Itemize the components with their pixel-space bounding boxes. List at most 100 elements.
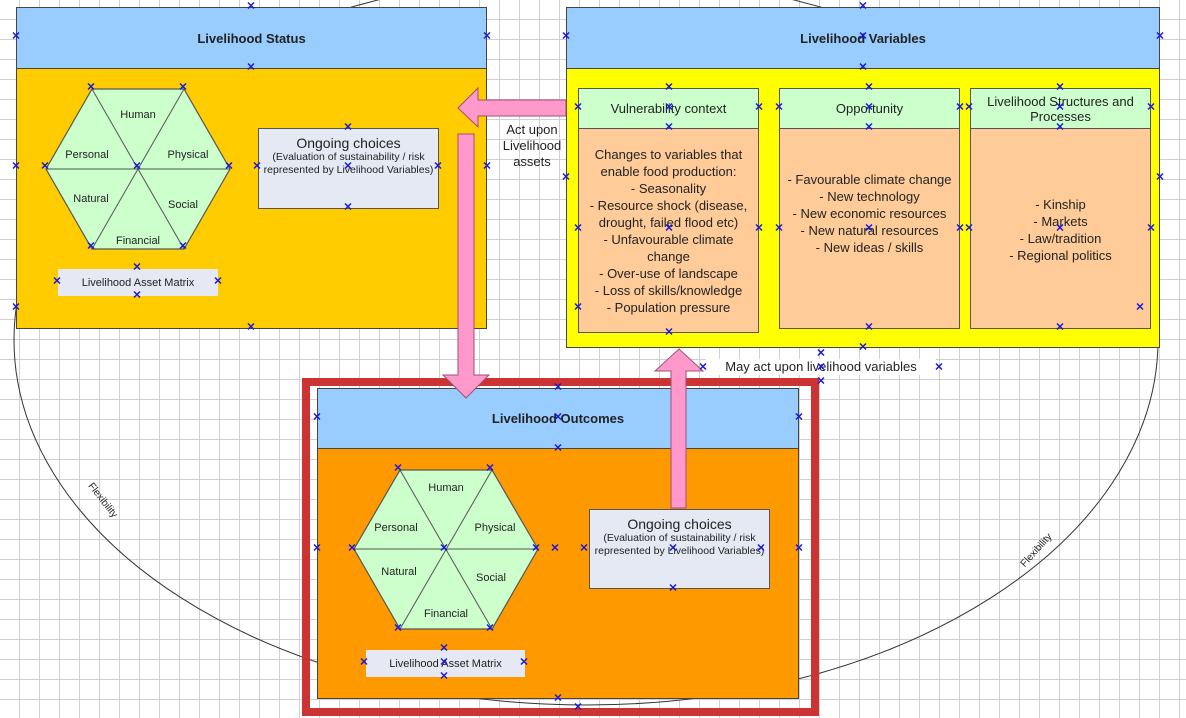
handle-x-icon[interactable]: ✕ <box>858 61 868 74</box>
handle-x-icon[interactable]: ✕ <box>858 341 868 354</box>
handle-x-icon[interactable]: ✕ <box>864 222 874 235</box>
selection-frame[interactable] <box>302 378 819 716</box>
handle-x-icon[interactable]: ✕ <box>132 160 142 173</box>
handle-x-icon[interactable]: ✕ <box>698 361 708 374</box>
handle-x-icon[interactable]: ✕ <box>858 0 868 13</box>
handle-x-icon[interactable]: ✕ <box>664 121 674 134</box>
handle-x-icon[interactable]: ✕ <box>955 222 965 235</box>
handle-x-icon[interactable]: ✕ <box>553 442 563 455</box>
handle-x-icon[interactable]: ✕ <box>561 171 571 184</box>
handle-x-icon[interactable]: ✕ <box>1135 301 1145 314</box>
handle-x-icon[interactable]: ✕ <box>343 160 353 173</box>
handle-x-icon[interactable]: ✕ <box>1055 101 1065 114</box>
handle-x-icon[interactable]: ✕ <box>246 321 256 334</box>
handle-x-icon[interactable]: ✕ <box>347 542 357 555</box>
handle-x-icon[interactable]: ✕ <box>1055 121 1065 134</box>
handle-x-icon[interactable]: ✕ <box>794 411 804 424</box>
handle-x-icon[interactable]: ✕ <box>561 30 571 43</box>
handle-x-icon[interactable]: ✕ <box>485 622 495 635</box>
handle-x-icon[interactable]: ✕ <box>86 240 96 253</box>
handle-x-icon[interactable]: ✕ <box>40 160 50 173</box>
handle-x-icon[interactable]: ✕ <box>485 462 495 475</box>
handle-x-icon[interactable]: ✕ <box>439 670 449 683</box>
handle-x-icon[interactable]: ✕ <box>11 160 21 173</box>
handle-x-icon[interactable]: ✕ <box>664 101 674 114</box>
livelihood-outcomes-panel[interactable]: Livelihood Outcomes Human Physical Socia… <box>317 388 799 699</box>
handle-x-icon[interactable]: ✕ <box>519 656 529 669</box>
ongoing-choices-box[interactable]: Ongoing choices (Evaluation of sustainab… <box>258 128 439 209</box>
handle-x-icon[interactable]: ✕ <box>668 582 678 595</box>
handle-x-icon[interactable]: ✕ <box>774 101 784 114</box>
handle-x-icon[interactable]: ✕ <box>864 101 874 114</box>
handle-x-icon[interactable]: ✕ <box>573 101 583 114</box>
handle-x-icon[interactable]: ✕ <box>343 121 353 134</box>
handle-x-icon[interactable]: ✕ <box>1155 30 1165 43</box>
handle-x-icon[interactable]: ✕ <box>433 160 443 173</box>
ongoing-choices-box-outcomes[interactable]: Ongoing choices (Evaluation of sustainab… <box>589 509 770 589</box>
handle-x-icon[interactable]: ✕ <box>312 411 322 424</box>
handle-x-icon[interactable]: ✕ <box>756 542 766 555</box>
handle-x-icon[interactable]: ✕ <box>393 462 403 475</box>
opportunity-column[interactable]: Opportunity - Favourable climate change … <box>779 88 960 329</box>
handle-x-icon[interactable]: ✕ <box>178 240 188 253</box>
handle-x-icon[interactable]: ✕ <box>439 642 449 655</box>
handle-x-icon[interactable]: ✕ <box>132 289 142 302</box>
livelihood-status-panel[interactable]: Livelihood Status Human Physical Social … <box>16 7 487 329</box>
handle-x-icon[interactable]: ✕ <box>864 121 874 134</box>
handle-x-icon[interactable]: ✕ <box>864 81 874 94</box>
handle-x-icon[interactable]: ✕ <box>955 101 965 114</box>
handle-x-icon[interactable]: ✕ <box>178 81 188 94</box>
livelihood-variables-panel[interactable]: Livelihood Variables Vulnerability conte… <box>566 7 1160 348</box>
handle-x-icon[interactable]: ✕ <box>1055 81 1065 94</box>
handle-x-icon[interactable]: ✕ <box>439 656 449 669</box>
handle-x-icon[interactable]: ✕ <box>359 656 369 669</box>
handle-x-icon[interactable]: ✕ <box>393 622 403 635</box>
handle-x-icon[interactable]: ✕ <box>816 375 826 388</box>
handle-x-icon[interactable]: ✕ <box>553 692 563 705</box>
handle-x-icon[interactable]: ✕ <box>964 101 974 114</box>
handle-x-icon[interactable]: ✕ <box>579 542 589 555</box>
handle-x-icon[interactable]: ✕ <box>312 542 322 555</box>
handle-x-icon[interactable]: ✕ <box>439 542 449 555</box>
handle-x-icon[interactable]: ✕ <box>816 361 826 374</box>
handle-x-icon[interactable]: ✕ <box>252 160 262 173</box>
handle-x-icon[interactable]: ✕ <box>224 160 234 173</box>
handle-x-icon[interactable]: ✕ <box>864 321 874 334</box>
handle-x-icon[interactable]: ✕ <box>246 61 256 74</box>
handle-x-icon[interactable]: ✕ <box>11 301 21 314</box>
handle-x-icon[interactable]: ✕ <box>664 326 674 339</box>
handle-x-icon[interactable]: ✕ <box>1055 321 1065 334</box>
handle-x-icon[interactable]: ✕ <box>964 222 974 235</box>
handle-x-icon[interactable]: ✕ <box>573 222 583 235</box>
handle-x-icon[interactable]: ✕ <box>246 0 256 13</box>
handle-x-icon[interactable]: ✕ <box>774 222 784 235</box>
handle-x-icon[interactable]: ✕ <box>664 222 674 235</box>
handle-x-icon[interactable]: ✕ <box>553 381 563 394</box>
handle-x-icon[interactable]: ✕ <box>1146 222 1156 235</box>
asset-matrix-hexagon[interactable]: Human Physical Social Financial Natural … <box>45 88 231 250</box>
handle-x-icon[interactable]: ✕ <box>1155 171 1165 184</box>
handle-x-icon[interactable]: ✕ <box>664 81 674 94</box>
handle-x-icon[interactable]: ✕ <box>1055 222 1065 235</box>
handle-x-icon[interactable]: ✕ <box>794 542 804 555</box>
handle-x-icon[interactable]: ✕ <box>754 101 764 114</box>
handle-x-icon[interactable]: ✕ <box>86 81 96 94</box>
handle-x-icon[interactable]: ✕ <box>482 160 492 173</box>
handle-x-icon[interactable]: ✕ <box>573 301 583 314</box>
structures-processes-column[interactable]: Livelihood Structures and Processes - Ki… <box>970 88 1151 329</box>
handle-x-icon[interactable]: ✕ <box>52 275 62 288</box>
handle-x-icon[interactable]: ✕ <box>482 30 492 43</box>
handle-x-icon[interactable]: ✕ <box>816 347 826 360</box>
handle-x-icon[interactable]: ✕ <box>343 201 353 214</box>
handle-x-icon[interactable]: ✕ <box>11 30 21 43</box>
handle-x-icon[interactable]: ✕ <box>531 542 541 555</box>
handle-x-icon[interactable]: ✕ <box>1146 101 1156 114</box>
handle-x-icon[interactable]: ✕ <box>573 701 583 714</box>
handle-x-icon[interactable]: ✕ <box>754 222 764 235</box>
handle-x-icon[interactable]: ✕ <box>934 361 944 374</box>
handle-x-icon[interactable]: ✕ <box>858 30 868 43</box>
handle-x-icon[interactable]: ✕ <box>213 275 223 288</box>
handle-x-icon[interactable]: ✕ <box>132 261 142 274</box>
handle-x-icon[interactable]: ✕ <box>553 411 563 424</box>
asset-matrix-hexagon-outcomes[interactable]: Human Physical Social Financial Natural … <box>353 469 539 630</box>
